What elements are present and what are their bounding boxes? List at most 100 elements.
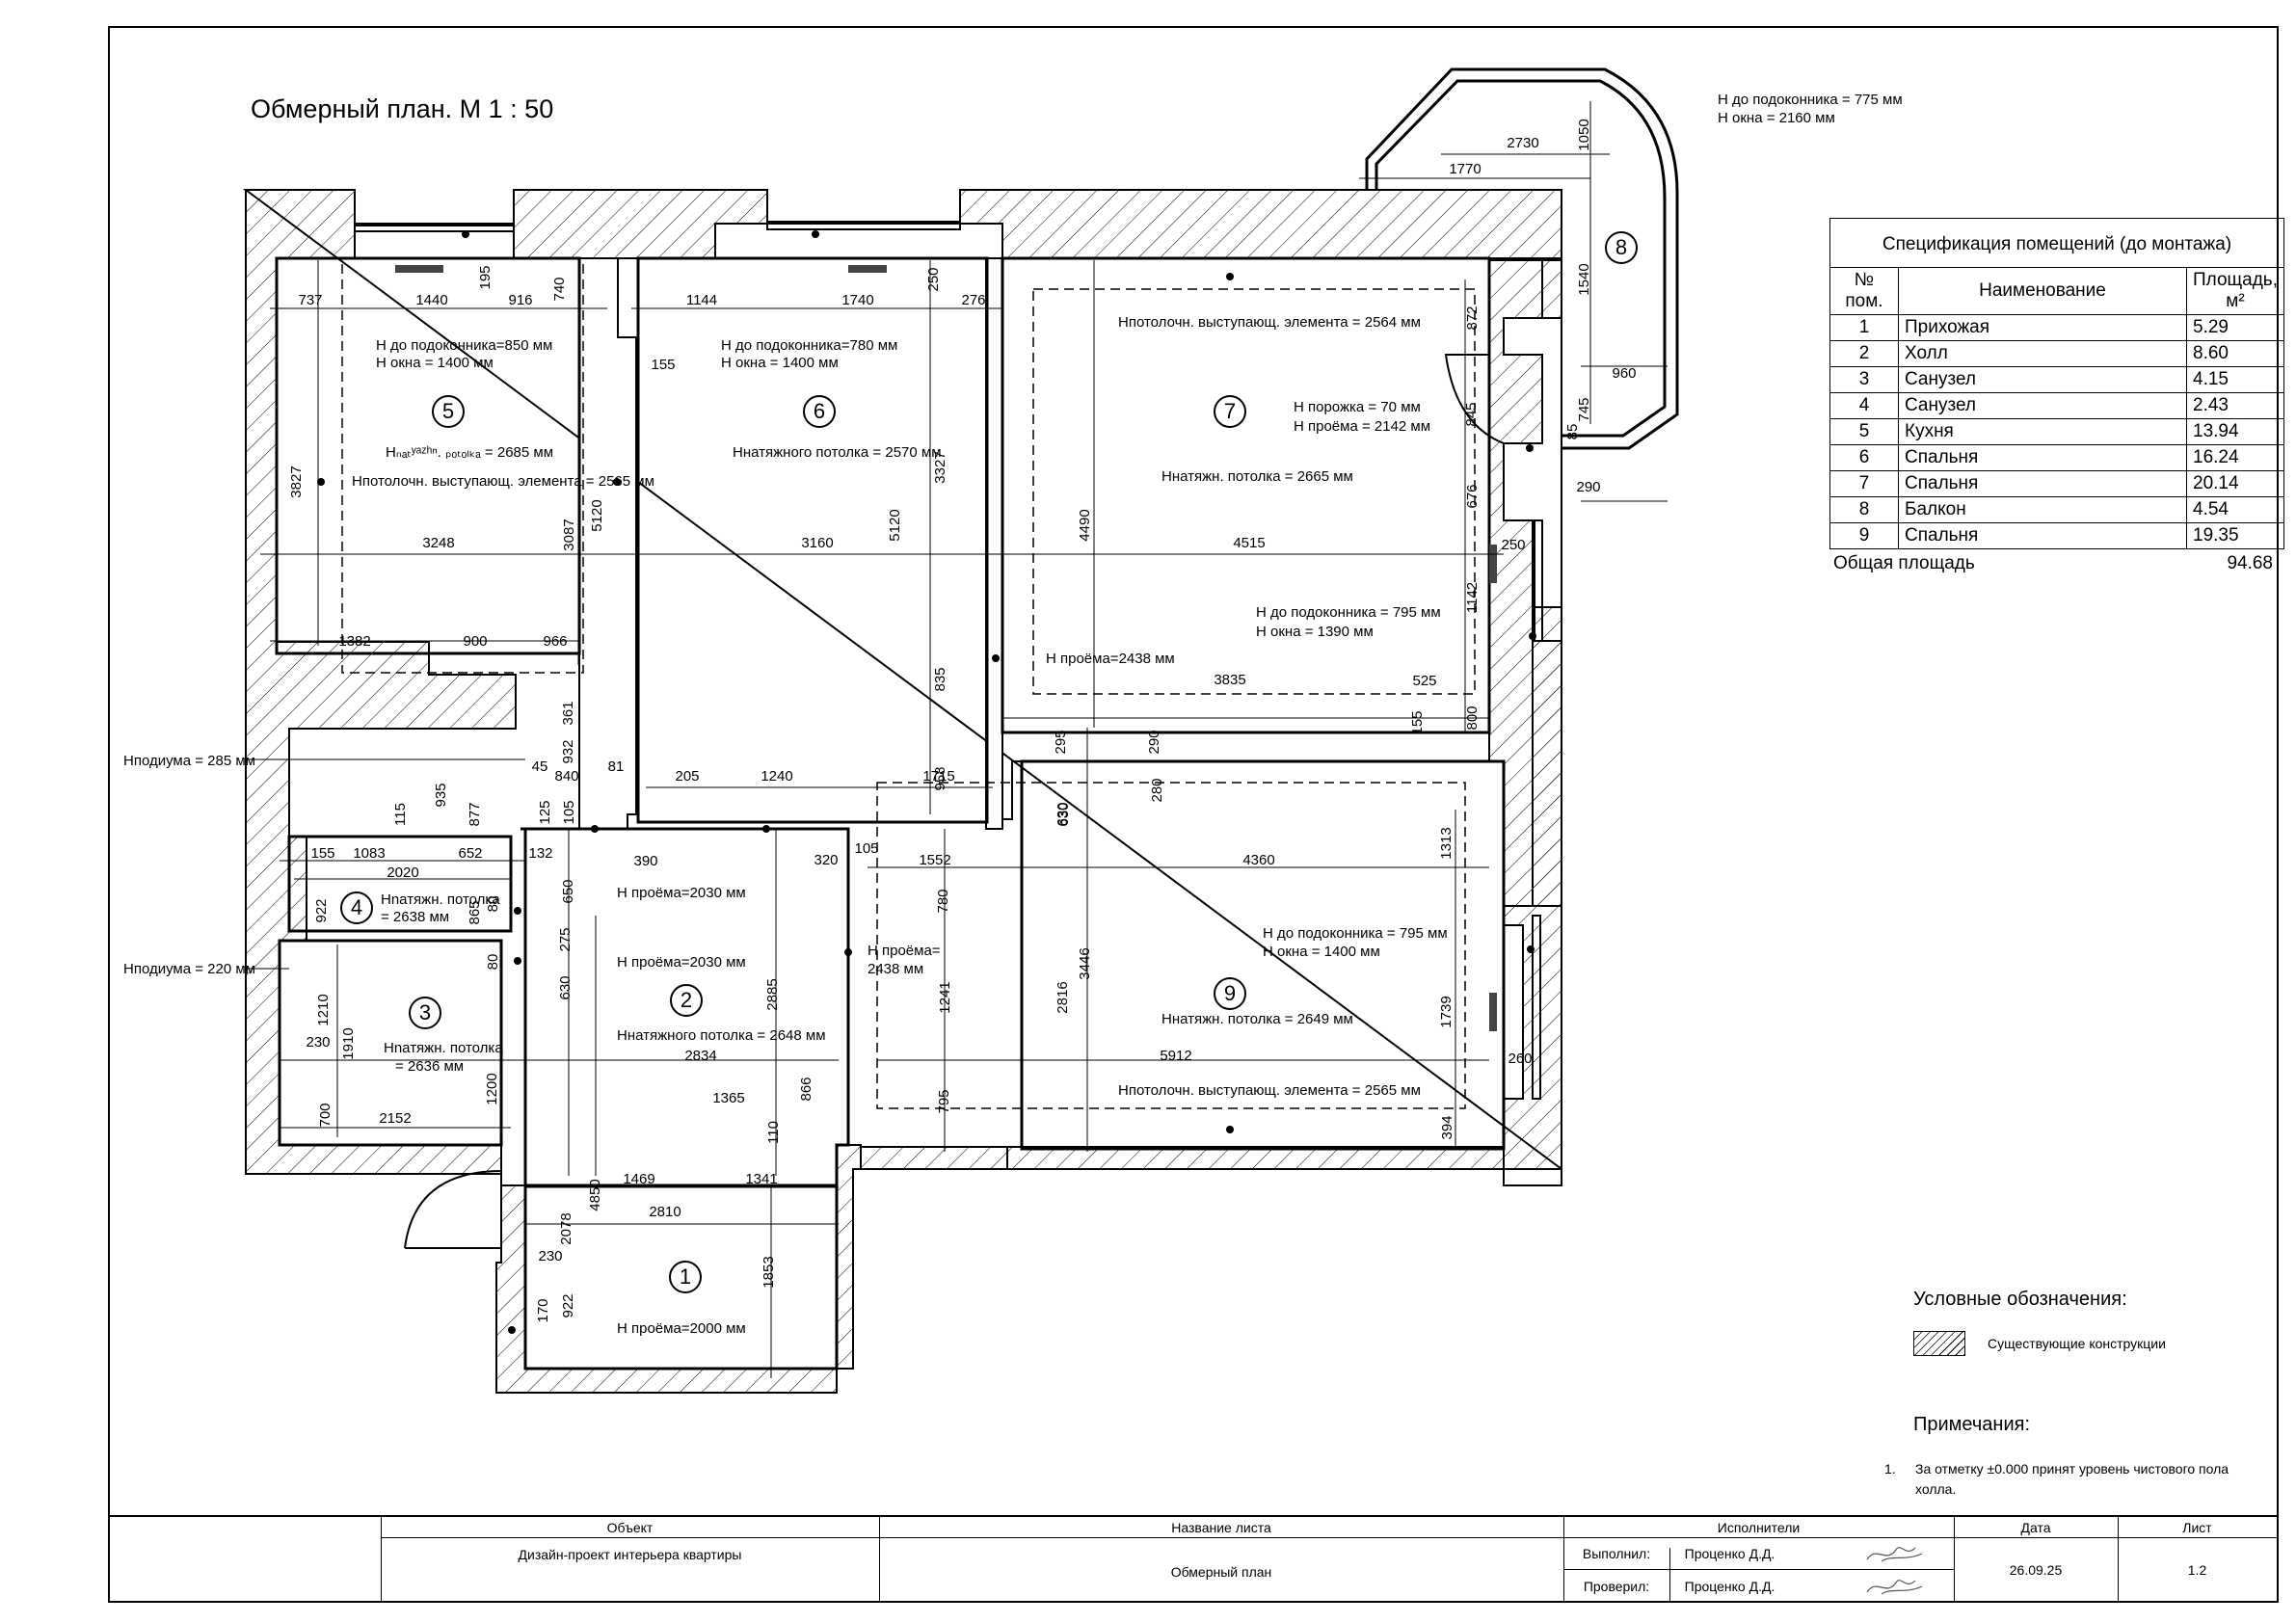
- dimension-lines: [246, 101, 1668, 1378]
- dimension-value: 105: [854, 840, 878, 857]
- dimension-value: 3327: [932, 451, 948, 483]
- dimension-value: 155: [310, 845, 334, 862]
- signature-image: [1866, 1547, 1923, 1562]
- dimension-value: 195: [477, 265, 494, 289]
- dimension-value: 1540: [1576, 263, 1592, 295]
- tb-check-label: Проверил:: [1583, 1579, 1650, 1594]
- dimension-value: 652: [458, 845, 482, 862]
- dimension-value: 1210: [315, 994, 332, 1025]
- room-numbers: 5 6 7 8 4 3 2 9 1: [351, 235, 1627, 1289]
- spec-cell-num: 3: [1829, 366, 1899, 393]
- spec-total-label: Общая площадь: [1833, 553, 1975, 573]
- note: Нnатяжн. потолка: [384, 1040, 503, 1056]
- note: Н проёма=: [868, 943, 941, 959]
- plan-title: Обмерный план. М 1 : 50: [251, 94, 554, 123]
- tb-sheet-value: Обмерный план: [1170, 1564, 1272, 1580]
- dimension-value: 737: [298, 292, 322, 308]
- room-4-outline: [287, 835, 513, 933]
- radiators: [395, 265, 1497, 1031]
- dimension-value: 960: [1612, 365, 1636, 382]
- dimension-value: 2885: [764, 978, 781, 1010]
- note: Нподиума = 220 мм: [123, 961, 255, 977]
- dimension-value: 4515: [1233, 535, 1265, 551]
- dimension-value: 1440: [415, 292, 447, 308]
- dimension-value: 2816: [1055, 981, 1071, 1013]
- dimension-value: 2810: [649, 1204, 681, 1220]
- spec-cell-num: 6: [1829, 444, 1899, 471]
- spec-cell-name: Кухня: [1898, 418, 2187, 445]
- tb-sheetno-header: Лист: [2182, 1519, 2212, 1535]
- dimension-value: 3446: [1077, 947, 1093, 979]
- note-text: За отметку ±0.000 принят уровень чистово…: [1915, 1461, 2229, 1497]
- dimension-value: 1853: [761, 1256, 777, 1288]
- dimension-value: 1240: [761, 768, 792, 785]
- spec-cell-num: 9: [1829, 522, 1899, 549]
- dimension-value: 275: [557, 927, 574, 951]
- dimension-value: 260: [1508, 1051, 1532, 1067]
- spec-cell-name: Холл: [1898, 340, 2187, 367]
- dimension-value: 250: [925, 267, 942, 291]
- spec-cell-area: 2.43: [2186, 392, 2284, 419]
- spec-cell-num: 2: [1829, 340, 1899, 367]
- room-7-outline: [1001, 256, 1491, 734]
- signature-image: [1866, 1580, 1923, 1595]
- spec-cell-area: 8.60: [2186, 340, 2284, 367]
- dimension-value: 916: [508, 292, 532, 308]
- dimension-value: 650: [560, 879, 576, 903]
- dimension-value: 3827: [288, 466, 305, 497]
- spec-cell-name: Спальня: [1898, 522, 2187, 549]
- dimension-value: 280: [1149, 778, 1165, 802]
- note: Н проёма = 2142 мм: [1294, 418, 1430, 435]
- dimension-value: 745: [1576, 397, 1592, 421]
- dimension-value: 700: [317, 1103, 334, 1127]
- dimension-value: 205: [675, 768, 699, 785]
- dimension-value: 2020: [387, 865, 418, 881]
- balcony: [1365, 67, 1679, 450]
- note: Нnатяжн. потолка: [381, 891, 500, 908]
- note: = 2636 мм: [395, 1058, 464, 1075]
- note: Н до подоконника=780 мм: [721, 337, 897, 354]
- dimension-value: 394: [1439, 1115, 1455, 1139]
- note-number: 1.: [1884, 1461, 1896, 1477]
- plan-notes: Н до подоконника=850 мм Н окна = 1400 мм…: [123, 92, 1903, 1337]
- dimension-value: 1142: [1464, 582, 1481, 613]
- note: Hнатяжного потолка = 2570 мм: [733, 444, 942, 461]
- dimension-value: 1365: [712, 1090, 744, 1106]
- note: Н окна = 2160 мм: [1718, 110, 1835, 126]
- spec-head-name: Наименование: [1898, 267, 2187, 315]
- dimension-value: 1050: [1576, 119, 1592, 150]
- dimension-value: 2152: [379, 1110, 411, 1127]
- doors: [404, 354, 1505, 1249]
- spec-total-value: 94.68: [2227, 553, 2273, 573]
- spec-cell-area: 16.24: [2186, 444, 2284, 471]
- dimension-value: 1552: [919, 852, 950, 868]
- note: Н окна = 1400 мм: [376, 355, 494, 371]
- tb-done-value: Проценко Д.Д.: [1684, 1546, 1775, 1561]
- dimension-value: 80: [485, 954, 501, 971]
- room-9-outline: [1020, 759, 1506, 1151]
- spec-total: Общая площадь 94.68: [1829, 549, 2284, 574]
- spec-cell-name: Санузел: [1898, 366, 2187, 393]
- notes-title: Примечания:: [1913, 1414, 2031, 1435]
- dimension-value: 290: [1576, 479, 1600, 495]
- room-number-7: 7: [1224, 399, 1236, 423]
- tb-date-header: Дата: [2020, 1519, 2051, 1535]
- note: Нпотолочн. выступающ. элемента = 2565 мм: [352, 473, 654, 490]
- dimension-value: 877: [467, 802, 483, 826]
- dimension-value: 1313: [1438, 827, 1455, 859]
- dimension-value: 740: [551, 277, 568, 301]
- dimension-value: 5912: [1160, 1048, 1191, 1064]
- dimension-value: 290: [1146, 730, 1162, 754]
- spec-cell-num: 5: [1829, 418, 1899, 445]
- dimension-value: 3087: [561, 519, 577, 550]
- dimension-value: 320: [814, 852, 838, 868]
- dimension-value: 155: [1409, 710, 1426, 734]
- dimension-value: 1715: [922, 768, 954, 785]
- dimension-value: 800: [1464, 705, 1481, 730]
- dimension-value: 361: [560, 701, 576, 725]
- dimension-value: 3160: [801, 535, 833, 551]
